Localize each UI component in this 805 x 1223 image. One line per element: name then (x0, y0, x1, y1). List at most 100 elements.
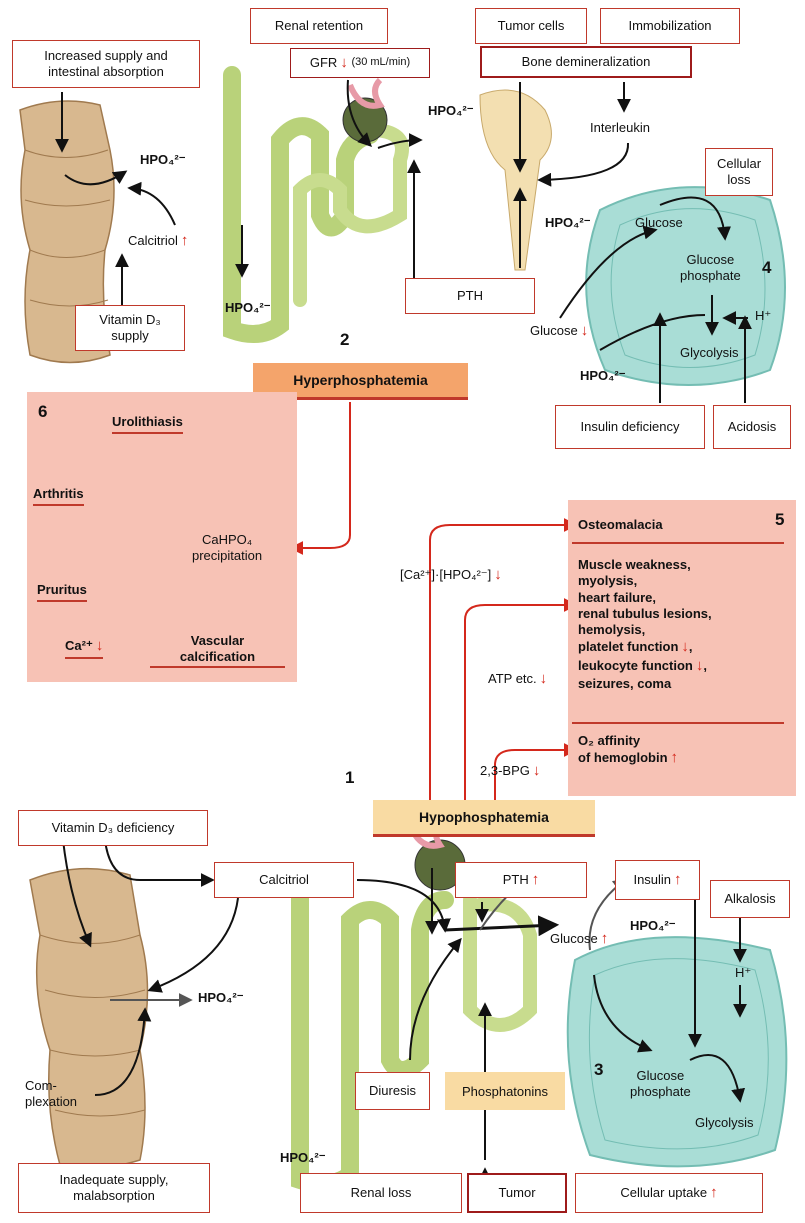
ca-hpo4-product: [Ca²⁺]·[HPO₄²⁻] (400, 567, 502, 582)
bpg-label: 2,3-BPG (480, 763, 540, 778)
effect-renal-tubulus: renal tubulus lesions, (578, 606, 712, 622)
number-5: 5 (775, 510, 784, 530)
vascular-line1: Vascular (150, 633, 285, 649)
alkalosis-label: Alkalosis (724, 891, 775, 907)
vascular-calcification: Vascularcalcification (150, 633, 285, 668)
glucose-phosphate-bottom-line1: Glucose (630, 1068, 691, 1084)
hpo4-cell-top: HPO₄²⁻ (580, 368, 626, 384)
glycolysis-bottom: Glycolysis (695, 1115, 754, 1131)
tumor-box: Tumor (467, 1173, 567, 1213)
insulin-deficiency-box: Insulin deficiency (555, 405, 705, 449)
o2-line2: of hemoglobin (578, 750, 678, 765)
hpo4-intestine-top: HPO₄²⁻ (140, 152, 186, 168)
pruritus-label: Pruritus (37, 582, 87, 602)
glycolysis-top: Glycolysis (680, 345, 739, 361)
effect-hemolysis: hemolysis, (578, 622, 712, 638)
hpo4-cell-bottom: HPO₄²⁻ (630, 918, 676, 934)
effect-muscle-weakness: Muscle weakness, (578, 557, 712, 573)
effect-leukocyte: leukocyte function (578, 658, 703, 673)
insulin-box: Insulin (615, 860, 700, 900)
calcitriol-bottom-box: Calcitriol (214, 862, 354, 898)
inadequate-line2: malabsorption (60, 1188, 169, 1204)
effect-platelet: platelet function (578, 639, 689, 654)
kidney-top-graphic (232, 75, 402, 334)
number-6: 6 (38, 402, 47, 422)
diuresis-box: Diuresis (355, 1072, 430, 1110)
atp-label: ATP etc. (488, 671, 547, 686)
gfr-box: GFR (30 mL/min) (290, 48, 430, 78)
insulin-label: Insulin (633, 871, 681, 889)
effect-myolysis: myolysis, (578, 573, 712, 589)
hpo4-tubule-bottom: HPO₄²⁻ (280, 1150, 326, 1166)
phosphatonins-box: Phosphatonins (445, 1072, 565, 1110)
hpo4-kidney-top: HPO₄²⁻ (428, 103, 474, 119)
hpo4-bone: HPO₄²⁻ (545, 215, 591, 231)
renal-loss-label: Renal loss (351, 1185, 412, 1201)
glucose-phosphate-bottom-line2: phosphate (630, 1084, 691, 1100)
urolithiasis-label: Urolithiasis (112, 414, 183, 434)
complexation-line1: Com- (25, 1078, 77, 1094)
glucose-down-label: Glucose (530, 323, 588, 338)
number-2: 2 (340, 330, 349, 350)
cellular-uptake-label: Cellular uptake (620, 1184, 717, 1202)
vascular-line2: calcification (150, 649, 285, 665)
number-4: 4 (762, 258, 771, 278)
h-plus-top: H⁺ (755, 308, 771, 324)
renal-retention-label: Renal retention (275, 18, 363, 34)
interleukin-label: Interleukin (590, 120, 650, 136)
renal-loss-box: Renal loss (300, 1173, 462, 1213)
vitamin-d3-supply-line1: Vitamin D₃ (99, 312, 160, 328)
glucose-phosphate-top-line1: Glucose (680, 252, 741, 268)
muscle-weakness-list: Muscle weakness, myolysis, heart failure… (578, 557, 712, 692)
gfr-value: (30 mL/min) (351, 56, 410, 69)
cell-bottom-graphic (568, 937, 787, 1166)
hypophosphatemia-title: Hypophosphatemia (419, 809, 549, 825)
cahpo4-precipitation: CaHPO₄precipitation (192, 532, 262, 563)
number-3: 3 (594, 1060, 603, 1080)
phosphatonins-label: Phosphatonins (462, 1084, 548, 1099)
tumor-cells-box: Tumor cells (475, 8, 587, 44)
intestine-bottom-graphic (30, 869, 148, 1169)
increased-supply-line2: intestinal absorption (44, 64, 168, 80)
cahpo4-line1: CaHPO₄ (192, 532, 262, 548)
vitamin-d3-deficiency-box: Vitamin D₃ deficiency (18, 810, 208, 846)
cellular-loss-line1: Cellular (717, 156, 761, 172)
effect-heart-failure: heart failure, (578, 590, 712, 606)
cahpo4-line2: precipitation (192, 548, 262, 564)
complexation-label: Com-plexation (25, 1078, 77, 1109)
increased-supply-line1: Increased supply and (44, 48, 168, 64)
diuresis-label: Diuresis (369, 1083, 416, 1099)
tumor-label: Tumor (498, 1185, 535, 1201)
pth-top-label: PTH (457, 288, 483, 304)
o2-line1: O₂ affinity (578, 733, 678, 749)
bone-demineralization-box: Bone demineralization (480, 46, 692, 78)
acidosis-box: Acidosis (713, 405, 791, 449)
glucose-phosphate-top-line2: phosphate (680, 268, 741, 284)
arthritis-label: Arthritis (33, 486, 84, 506)
o2-affinity: O₂ affinityof hemoglobin (578, 733, 678, 767)
hpo4-tubule-top: HPO₄²⁻ (225, 300, 271, 316)
divider-o2 (572, 722, 784, 724)
divider-osteomalacia (572, 542, 784, 544)
vitamin-d3-supply-line2: supply (99, 328, 160, 344)
pth-bottom-box: PTH (455, 862, 587, 898)
glucose-up-label: Glucose (550, 931, 608, 946)
cellular-loss-line2: loss (717, 172, 761, 188)
pth-bottom-label: PTH (503, 871, 540, 889)
complexation-line2: plexation (25, 1094, 77, 1110)
renal-retention-box: Renal retention (250, 8, 388, 44)
acidosis-label: Acidosis (728, 419, 776, 435)
vitamin-d3-deficiency-label: Vitamin D₃ deficiency (52, 820, 175, 836)
cellular-uptake-box: Cellular uptake (575, 1173, 763, 1213)
bone-demineralization-label: Bone demineralization (522, 54, 651, 70)
immobilization-box: Immobilization (600, 8, 740, 44)
alkalosis-box: Alkalosis (710, 880, 790, 918)
pth-top-box: PTH (405, 278, 535, 314)
inadequate-supply-box: Inadequate supply,malabsorption (18, 1163, 210, 1213)
insulin-deficiency-label: Insulin deficiency (581, 419, 680, 435)
